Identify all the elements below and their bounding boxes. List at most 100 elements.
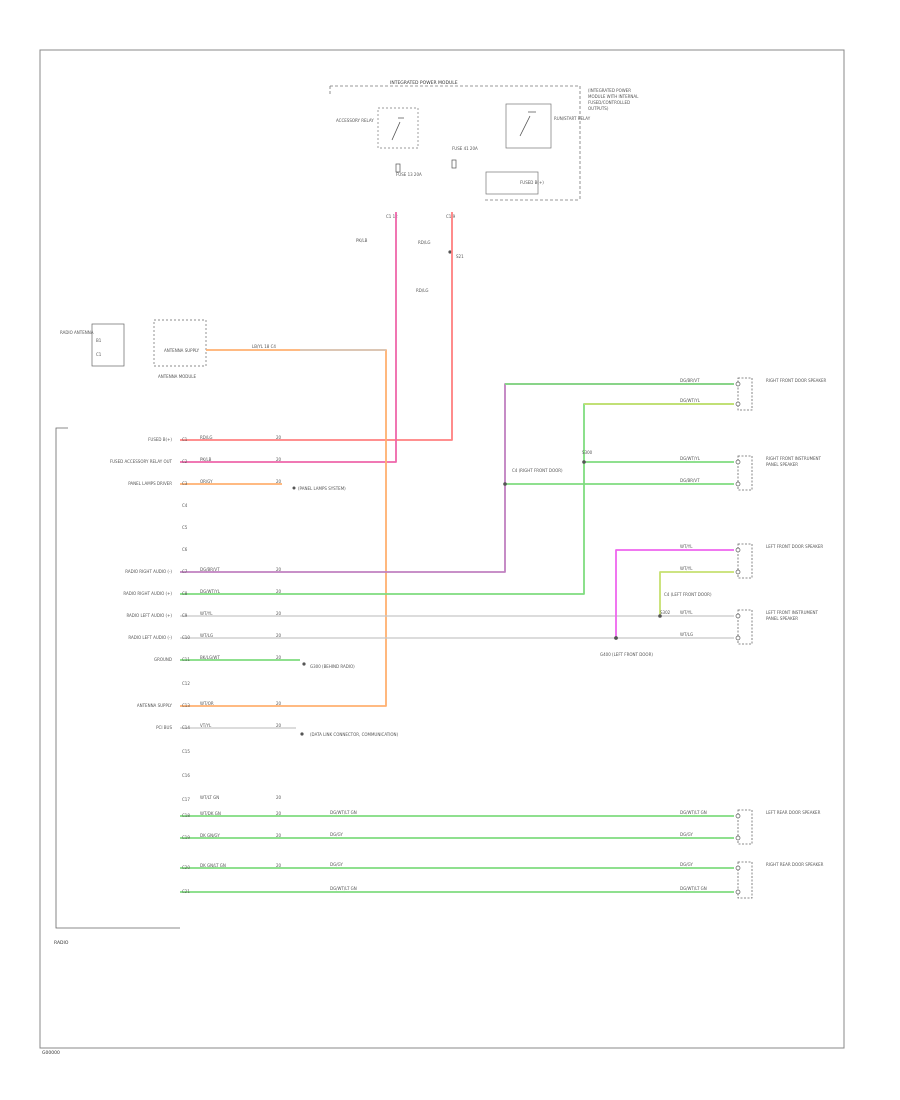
radio-pin-wire: WT/OR: [200, 701, 214, 706]
fuse-panel-title: INTEGRATED POWER MODULE: [390, 80, 458, 86]
speaker-wire-bottom: DG/WT/LT GN: [680, 886, 707, 891]
g400-ground-dot: [614, 636, 618, 640]
radio-pin-wire: WT/DK GN: [200, 811, 221, 816]
speaker-terminal: [735, 865, 741, 871]
radio-pin-number: C18: [182, 813, 190, 818]
rear-wire-label: DG/GY: [330, 862, 343, 867]
speaker-terminal: [735, 481, 741, 487]
speaker-label-wrap: LEFT REAR DOOR SPEAKER: [766, 810, 820, 815]
radio-pin-wire: VT/YL: [200, 723, 212, 728]
speaker-icon: [737, 377, 753, 411]
radio-pin-gauge: 20: [276, 567, 282, 572]
right-door-splice: S300: [582, 450, 593, 455]
radio-pin-gauge: 20: [276, 611, 282, 616]
radio-pin-wire: OR/GY: [200, 479, 213, 484]
radio-pin-number: C10: [182, 635, 190, 640]
fused-b-box: [485, 171, 539, 195]
radio-pin-wire: DG/BR/VT: [200, 567, 220, 572]
speaker-terminal: [735, 835, 741, 841]
fuse-b-label: FUSE 41 20A: [452, 146, 478, 151]
radio-pin-gauge: 20: [276, 833, 282, 838]
diagram-frame: [39, 49, 845, 1049]
panel-lamps-arrow: [292, 486, 296, 490]
antenna-module-box: [153, 319, 207, 367]
speaker-terminal: [735, 459, 741, 465]
speaker-wire-bottom: DG/GY: [680, 832, 693, 837]
radio-bracket: [55, 427, 180, 929]
ipm-note: (INTEGRATED POWER MODULE WITH INTERNAL F…: [588, 88, 639, 111]
accessory-relay-label: ACCESSORY RELAY: [336, 118, 374, 123]
radio-pin-number: C21: [182, 889, 190, 894]
speaker-wire-top: WT/YL: [680, 544, 693, 549]
antenna-module-label: ANTENNA MODULE: [158, 374, 197, 379]
radio-pin-label: RADIO RIGHT AUDIO (-): [125, 569, 172, 574]
antenna-inner-label: ANTENNA SUPPLY: [164, 348, 200, 353]
speaker: DG/WT/LT GN DG/GY LEFT REAR DOOR SPEAKER: [680, 809, 820, 845]
speaker-terminal: [735, 569, 741, 575]
radio-pin-gauge: 20: [276, 795, 282, 800]
run-relay-switch: [519, 111, 536, 137]
antenna-pin2: C1: [96, 352, 102, 357]
radio-pin-row: C12: [182, 681, 190, 686]
ground-dot: [302, 662, 306, 666]
radio-pin-label: FUSED B(+): [148, 437, 172, 442]
radio-module-label: RADIO: [54, 940, 69, 946]
fuse-panel-pin-b: C1 9: [446, 214, 456, 219]
pci-arrow: [300, 732, 304, 736]
radio-pin-label: PCI BUS: [156, 725, 172, 730]
speaker-label: RIGHT FRONT DOOR SPEAKER: [766, 378, 827, 383]
wire-antenna-supply: [180, 349, 387, 707]
antenna-wire-label: LB/YL 18 C4: [252, 344, 276, 349]
wire-fused-b: [180, 212, 453, 441]
speaker-label-wrap: LEFT FRONT INSTRUMENT PANEL SPEAKER: [766, 610, 818, 621]
radio-pin-number: C3: [182, 481, 188, 486]
wire-accessory-relay-out: [180, 212, 397, 463]
speaker-icon: [737, 609, 753, 645]
speaker-wire-top: DG/GY: [680, 862, 693, 867]
speaker-label: LEFT FRONT INSTRUMENT PANEL SPEAKER: [766, 610, 818, 621]
speaker-label-wrap: LEFT FRONT DOOR SPEAKER: [766, 544, 823, 549]
rear-wire-label: DG/GY: [330, 832, 343, 837]
radio-pin-number: C2: [182, 459, 188, 464]
speaker-terminal: [735, 813, 741, 819]
speaker-wire-bottom: WT/LG: [680, 632, 693, 637]
left-door-splice: S302: [660, 610, 671, 615]
run-relay-box: [505, 103, 552, 149]
panel-lamps-note: (PANEL LAMPS SYSTEM): [298, 486, 346, 491]
radio-pin-label: RADIO LEFT AUDIO (+): [126, 613, 172, 618]
radio-pin-label: GROUND: [154, 657, 172, 662]
wire-left-door-top: [615, 549, 734, 638]
radio-pin-gauge: 20: [276, 633, 282, 638]
fuse-a-label: FUSE 13 20A: [396, 172, 422, 177]
speaker-wire-top: DG/WT/LT GN: [680, 810, 707, 815]
pci-note: (DATA LINK CONNECTOR, COMMUNICATION): [310, 732, 399, 737]
radio-pin-label: RADIO LEFT AUDIO (-): [128, 635, 172, 640]
speaker-icon: [737, 455, 753, 491]
ground-note: G300 (BEHIND RADIO): [310, 664, 355, 669]
speaker-icon: [737, 543, 753, 579]
accessory-relay-switch: [391, 117, 404, 141]
radio-pin-number: C1: [182, 437, 188, 442]
fuse-panel-wire-b: RD/LG: [418, 240, 431, 245]
splice-dot: [448, 250, 452, 254]
speaker-label-wrap: RIGHT FRONT DOOR SPEAKER: [766, 378, 827, 383]
speaker-label-wrap: RIGHT FRONT INSTRUMENT PANEL SPEAKER: [766, 456, 821, 467]
radio-pin-wire: RD/LG: [200, 435, 213, 440]
speaker-terminal: [735, 401, 741, 407]
radio-pin-number: C6: [182, 547, 188, 552]
radio-pin-wire: DK GN/GY: [200, 833, 220, 838]
radio-pin-number: C16: [182, 773, 190, 778]
radio-pin-number: C13: [182, 703, 190, 708]
antenna-connector: [91, 323, 125, 367]
radio-pin-gauge: 20: [276, 811, 282, 816]
wire-right-audio-neg: [180, 383, 734, 573]
